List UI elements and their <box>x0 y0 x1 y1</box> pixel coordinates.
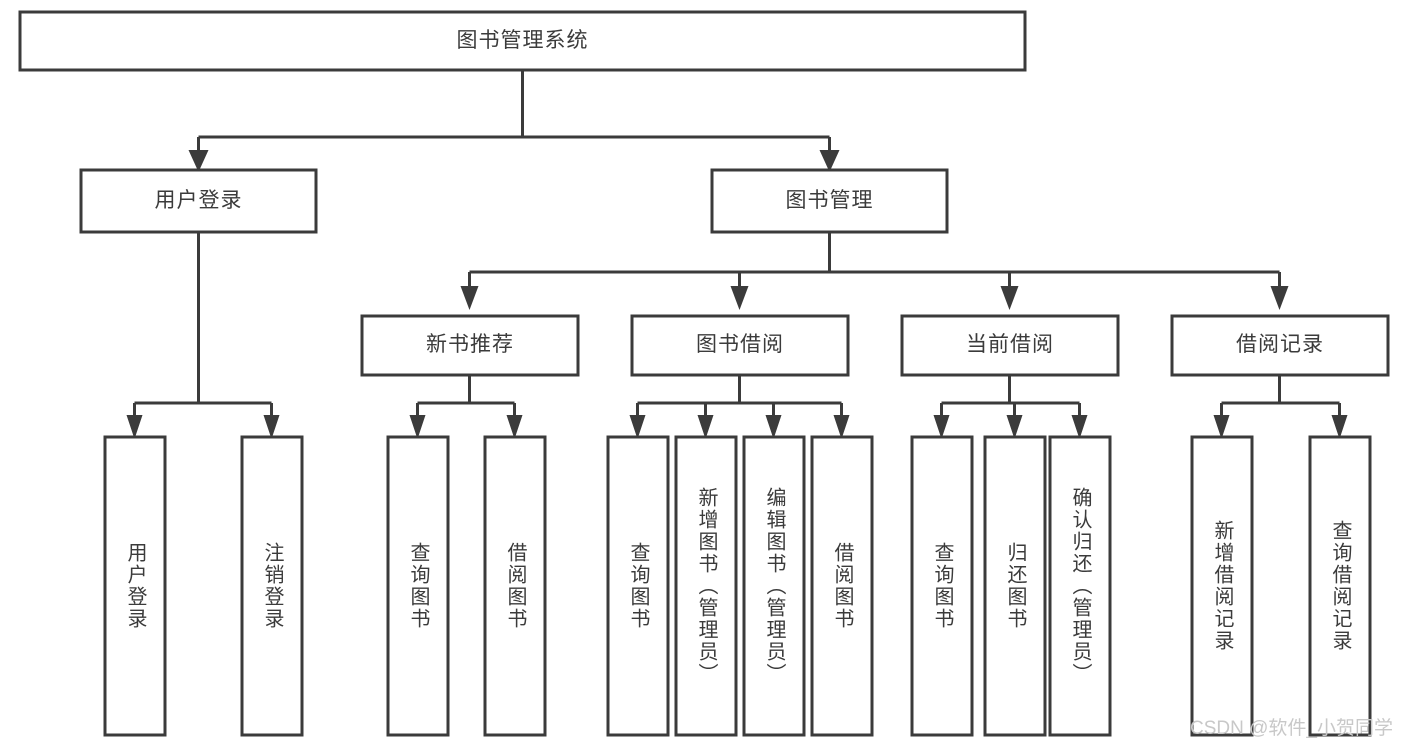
arrow-head-icon <box>263 415 280 439</box>
arrow-head-icon <box>409 415 426 439</box>
arrow-head-icon <box>188 150 209 172</box>
node-box-leaf-0[interactable] <box>103 435 167 737</box>
arrow-head-icon <box>1071 415 1088 439</box>
arrow-head-icon <box>1213 415 1230 439</box>
node-box-level2-2[interactable] <box>900 314 1120 377</box>
node-box-leaf-2[interactable] <box>386 435 450 737</box>
node-box-root[interactable] <box>18 10 1027 72</box>
node-box-level2-3[interactable] <box>1170 314 1390 377</box>
connector-lines <box>133 70 1341 417</box>
arrow-head-icon <box>1270 286 1289 310</box>
node-box-leaf-5[interactable] <box>674 435 738 737</box>
arrow-head-icon <box>730 286 749 310</box>
arrow-head-icon <box>1331 415 1348 439</box>
arrow-head-icon <box>460 286 479 310</box>
node-box-leaf-10[interactable] <box>1048 435 1112 737</box>
node-box-leaf-12[interactable] <box>1308 435 1372 737</box>
node-box-level2-0[interactable] <box>360 314 580 377</box>
node-box-level1-0[interactable] <box>79 168 318 234</box>
arrow-head-icon <box>629 415 646 439</box>
node-box-leaf-1[interactable] <box>240 435 304 737</box>
node-boxes <box>18 10 1390 737</box>
arrow-head-icon <box>819 150 840 172</box>
arrow-head-icon <box>933 415 950 439</box>
arrow-head-icon <box>765 415 782 439</box>
node-box-leaf-9[interactable] <box>983 435 1047 737</box>
node-box-leaf-3[interactable] <box>483 435 547 737</box>
node-box-leaf-11[interactable] <box>1190 435 1254 737</box>
arrow-heads <box>126 150 1348 439</box>
node-box-leaf-4[interactable] <box>606 435 670 737</box>
arrow-head-icon <box>697 415 714 439</box>
arrow-head-icon <box>833 415 850 439</box>
node-box-leaf-6[interactable] <box>742 435 806 737</box>
node-box-leaf-7[interactable] <box>810 435 874 737</box>
arrow-head-icon <box>126 415 143 439</box>
node-box-leaf-8[interactable] <box>910 435 974 737</box>
node-box-level2-1[interactable] <box>630 314 850 377</box>
arrow-head-icon <box>1000 286 1019 310</box>
node-box-level1-1[interactable] <box>710 168 949 234</box>
arrow-head-icon <box>1006 415 1023 439</box>
arrow-head-icon <box>506 415 523 439</box>
